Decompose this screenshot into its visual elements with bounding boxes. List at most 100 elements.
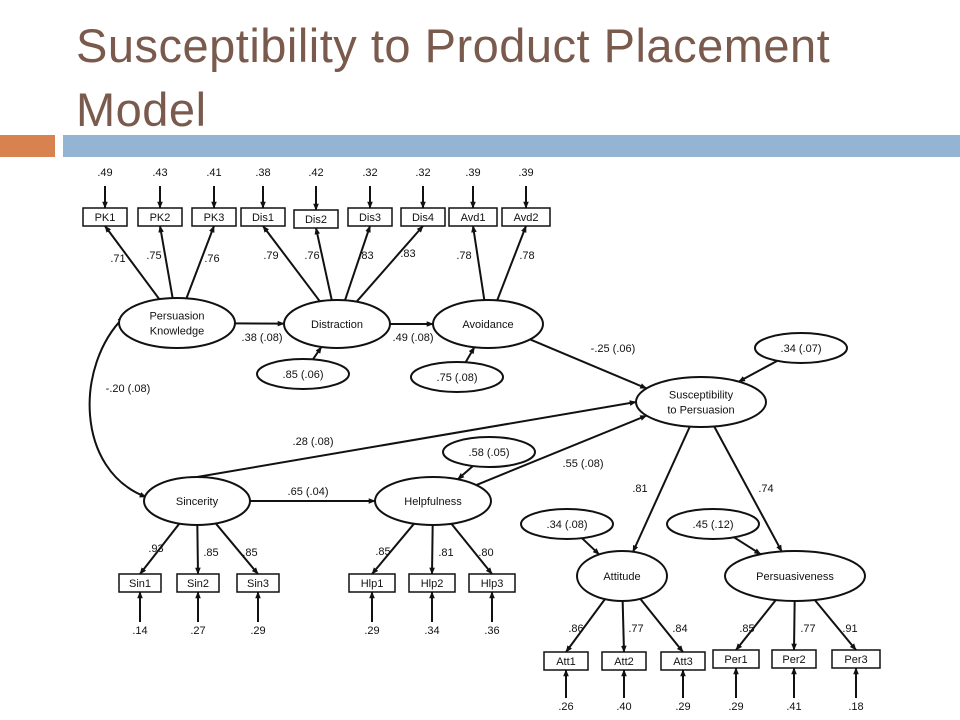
loading-Hlp1-label: .85	[375, 546, 390, 558]
error-Per2-label: .41	[786, 701, 801, 713]
error-Sin3-label: .29	[250, 625, 265, 637]
disturbance-arrow-d_per	[733, 536, 762, 556]
indicator-Att2-box	[601, 651, 647, 671]
error-PK1-label: .49	[97, 167, 112, 179]
path-avd_stp-label: -.25 (.06)	[591, 343, 636, 355]
disturbance-d_avd-ellipse	[410, 361, 504, 393]
path-hlp_stp-label: .55 (.08)	[563, 458, 604, 470]
path-stp_att-label: .81	[632, 483, 647, 495]
latent-avd-ellipse	[432, 299, 544, 349]
path-pk_dis-label: .38 (.08)	[242, 332, 283, 344]
disturbance-arrow-d_avd	[464, 346, 476, 363]
disturbance-d_att-ellipse	[520, 508, 614, 540]
disturbance-d_hlp-label: .58 (.05)	[469, 447, 510, 459]
latent-stp-ellipse	[635, 376, 767, 428]
loading-Dis3-label: .83	[358, 250, 373, 262]
latent-hlp-ellipse	[374, 476, 492, 526]
latent-att-ellipse	[576, 550, 668, 602]
indicator-PK2-box	[137, 207, 183, 227]
indicator-Avd2-label: Avd2	[514, 212, 539, 224]
loading-Hlp3-label: .80	[478, 547, 493, 559]
path-arrow-sin_stp	[196, 400, 637, 478]
disturbance-d_per-label: .45 (.12)	[693, 519, 734, 531]
indicator-Hlp2-label: Hlp2	[421, 578, 444, 590]
loading-Dis2-label: .76	[304, 250, 319, 262]
disturbance-d_dis-ellipse	[256, 358, 350, 390]
loading-Per2-label: .77	[800, 623, 815, 635]
latent-avd-label: Avoidance	[462, 319, 513, 331]
loading-arrow-Sin1	[139, 523, 181, 575]
latent-dis-ellipse	[283, 299, 391, 349]
loading-arrow-Dis2	[314, 227, 333, 301]
loading-arrow-PK3	[185, 225, 215, 299]
correlation-arrow-pk_sin	[88, 316, 147, 498]
latent-att-label: Attitude	[603, 571, 640, 583]
correlation-pk_sin-label: -.20 (.08)	[106, 383, 151, 395]
disturbance-arrow-d_stp	[738, 359, 778, 383]
indicator-Hlp2-box	[408, 573, 456, 593]
indicator-Sin1-label: Sin1	[129, 578, 151, 590]
indicator-Dis2-box	[293, 209, 339, 229]
loading-PK3-label: .76	[204, 253, 219, 265]
path-sin_hlp-label: .65 (.04)	[288, 486, 329, 498]
latent-pk-ellipse	[118, 297, 236, 349]
loading-Att1-label: .86	[568, 623, 583, 635]
loading-Sin3-label: .85	[242, 547, 257, 559]
indicator-Per2-label: Per2	[782, 654, 805, 666]
error-Avd2-label: .39	[518, 167, 533, 179]
indicator-PK2-label: PK2	[150, 212, 171, 224]
loading-Dis1-label: .79	[263, 250, 278, 262]
indicator-Hlp3-box	[468, 573, 516, 593]
loading-arrow-Att2	[621, 600, 627, 653]
latent-per-ellipse	[724, 550, 866, 602]
loading-Sin2-label: .85	[203, 547, 218, 559]
loading-arrow-Avd2	[496, 225, 527, 301]
loading-arrow-Att3	[639, 598, 684, 653]
loading-Dis4-label: .83	[400, 248, 415, 260]
indicator-Per1-label: Per1	[724, 654, 747, 666]
indicator-Avd1-box	[448, 207, 498, 227]
indicator-Att1-box	[543, 651, 589, 671]
loading-Hlp2-label: .81	[438, 547, 453, 559]
path-dis_avd-label: .49 (.08)	[393, 332, 434, 344]
error-Att3-label: .29	[675, 701, 690, 713]
loading-arrow-Att1	[565, 598, 606, 653]
path-stp_per-label: .74	[758, 483, 773, 495]
path-arrow-stp_per	[713, 426, 783, 553]
loading-arrow-Sin3	[214, 522, 259, 575]
disturbance-arrow-d_dis	[312, 346, 323, 360]
indicator-Hlp1-label: Hlp1	[361, 578, 384, 590]
path-arrow-hlp_stp	[475, 414, 648, 486]
loading-arrow-PK1	[104, 225, 161, 300]
error-Per3-label: .18	[848, 701, 863, 713]
disturbance-d_dis-label: .85 (.06)	[283, 369, 324, 381]
title-divider-bar	[63, 135, 960, 157]
error-PK3-label: .41	[206, 167, 221, 179]
error-Dis1-label: .38	[255, 167, 270, 179]
indicator-Avd1-label: Avd1	[461, 212, 486, 224]
indicator-Dis1-label: Dis1	[252, 212, 274, 224]
indicator-Sin2-box	[176, 573, 220, 593]
disturbance-d_per-ellipse	[666, 508, 760, 540]
loading-Att2-label: .77	[628, 623, 643, 635]
loading-Sin1-label: .93	[148, 543, 163, 555]
error-PK2-label: .43	[152, 167, 167, 179]
indicator-PK3-label: PK3	[204, 212, 225, 224]
latent-sin-label: Sincerity	[176, 496, 219, 508]
latent-stp-label: Susceptibility	[669, 390, 734, 402]
latent-stp-label: to Persuasion	[667, 405, 734, 417]
disturbance-d_stp-label: .34 (.07)	[781, 343, 822, 355]
indicator-Att3-label: Att3	[673, 656, 693, 668]
error-Avd1-label: .39	[465, 167, 480, 179]
disturbance-arrow-d_hlp	[457, 465, 474, 481]
indicator-PK1-label: PK1	[95, 212, 116, 224]
latent-dis-label: Distraction	[311, 319, 363, 331]
path-arrow-avd_stp	[529, 338, 648, 390]
disturbance-d_stp-ellipse	[754, 332, 848, 364]
path-arrow-stp_att	[632, 426, 691, 553]
indicator-Per1-box	[712, 649, 760, 669]
loading-Att3-label: .84	[672, 623, 687, 635]
latent-pk-label: Persuasion	[149, 311, 204, 323]
indicator-Dis4-label: Dis4	[412, 212, 434, 224]
